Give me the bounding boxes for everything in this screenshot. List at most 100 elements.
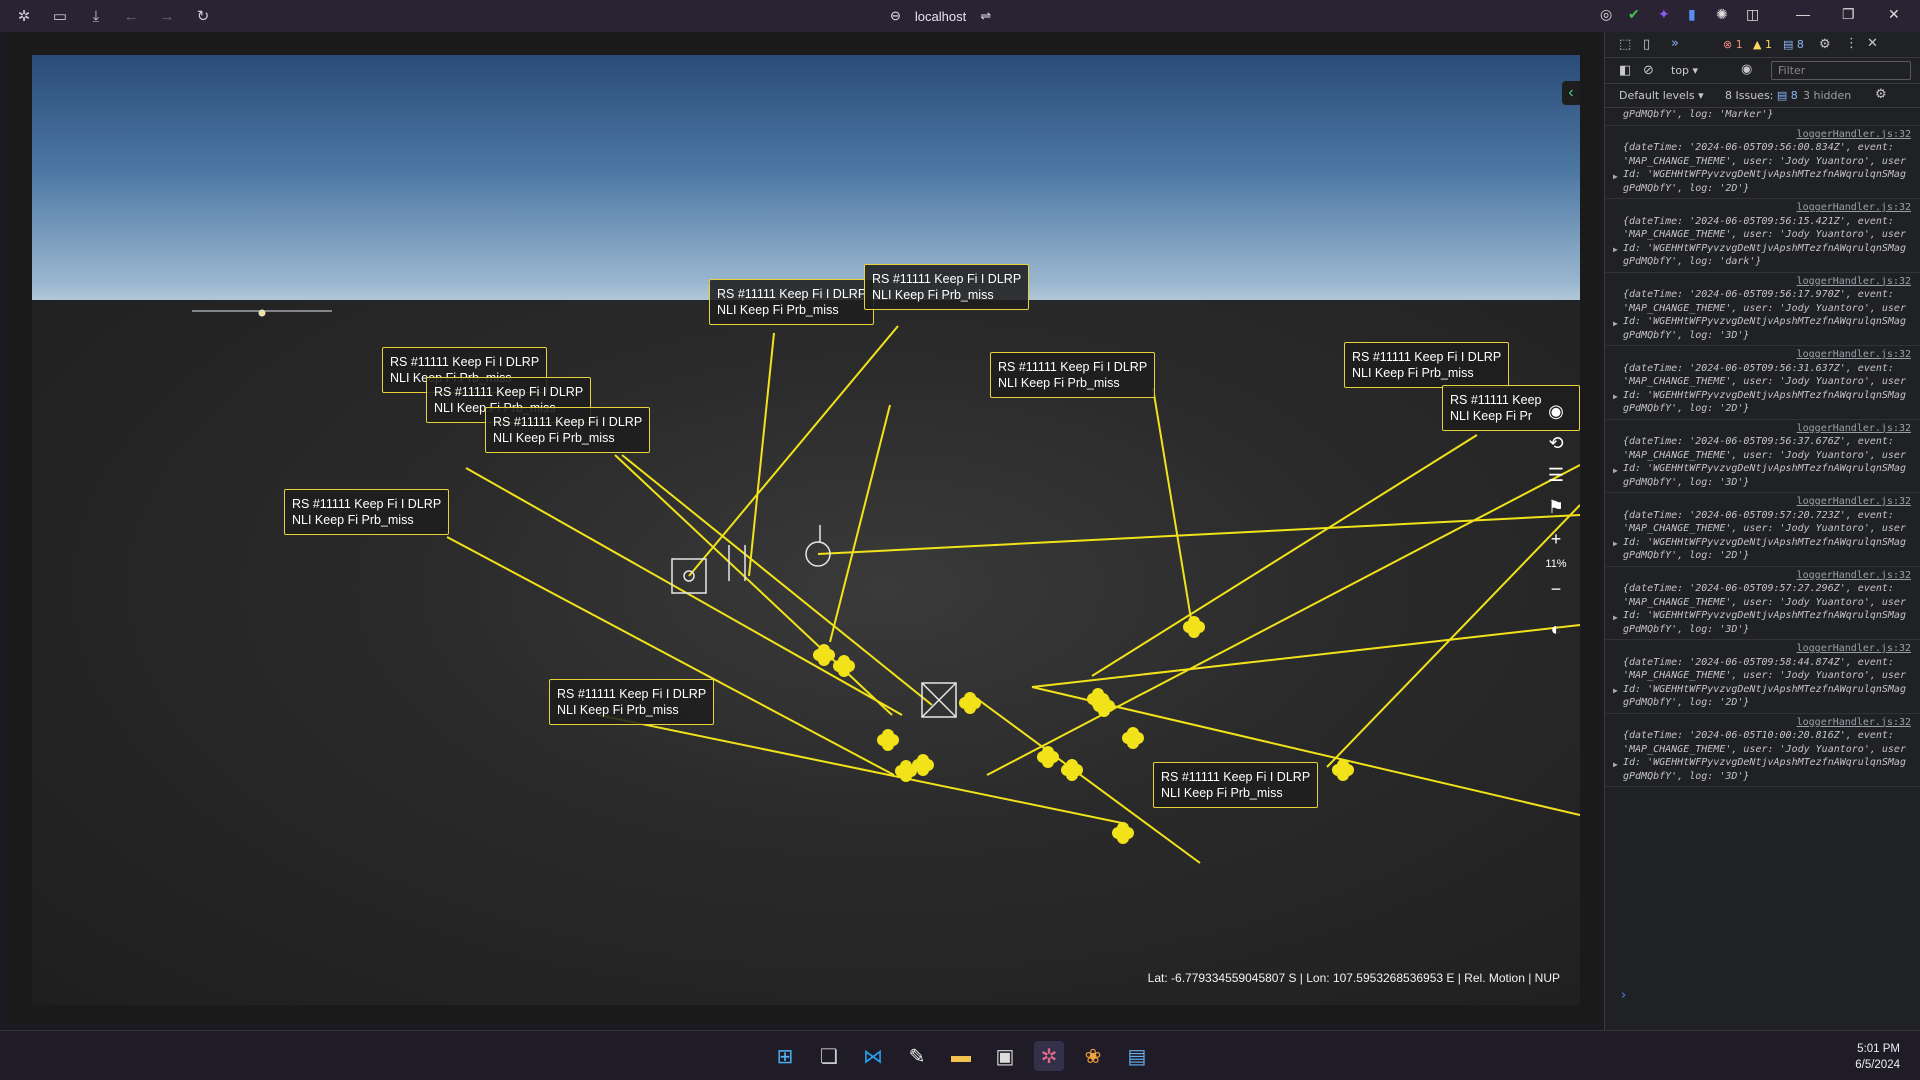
palette-icon[interactable]: ◐ <box>1550 618 1562 639</box>
warning-count[interactable]: ▲ 1 <box>1753 38 1772 51</box>
log-entry[interactable]: loggerHandler.js:32▶{dateTime: '2024-06-… <box>1605 567 1920 640</box>
tune-icon[interactable]: ⇌ <box>980 8 992 23</box>
log-entry[interactable]: loggerHandler.js:32▶{dateTime: '2024-06-… <box>1605 126 1920 199</box>
log-entry[interactable]: loggerHandler.js:32▶{dateTime: '2024-06-… <box>1605 493 1920 567</box>
log-source-link[interactable]: loggerHandler.js:32 <box>1796 496 1911 507</box>
incident-marker[interactable] <box>1122 727 1144 749</box>
console-settings-icon[interactable]: ⚙ <box>1875 87 1887 102</box>
expand-triangle-icon[interactable]: ▶ <box>1613 245 1618 254</box>
incident-marker[interactable] <box>1183 616 1205 638</box>
split-view-icon[interactable]: ◫ <box>1746 6 1760 22</box>
address-bar[interactable]: ⊖ localhost ⇌ <box>890 6 991 26</box>
app-icon-paw[interactable]: ❀ <box>1084 1045 1102 1068</box>
back-icon[interactable]: ← <box>123 7 139 25</box>
restore-icon[interactable]: ❐ <box>1842 6 1855 22</box>
inspect-icon[interactable]: ⬚ <box>1619 37 1632 52</box>
expand-triangle-icon[interactable]: ▶ <box>1613 465 1618 475</box>
incident-marker[interactable] <box>912 754 934 776</box>
locate-icon[interactable]: ◉ <box>1548 400 1564 421</box>
download-icon[interactable]: ⤓ <box>92 7 100 25</box>
close-devtools-icon[interactable]: ✕ <box>1867 36 1878 51</box>
log-entry[interactable]: loggerHandler.js:32▶{dateTime: '2024-06-… <box>1605 346 1920 420</box>
extension-icon-3[interactable]: ✦ <box>1658 6 1670 22</box>
incident-marker[interactable] <box>877 729 899 751</box>
expand-triangle-icon[interactable]: ▶ <box>1613 318 1618 328</box>
incident-marker[interactable] <box>1093 695 1115 717</box>
terminal-icon[interactable]: ▣ <box>995 1045 1015 1068</box>
expand-triangle-icon[interactable]: ▶ <box>1613 686 1618 695</box>
message-count[interactable]: ▤ 8 <box>1783 38 1804 51</box>
extension-icon-2[interactable]: ✔ <box>1628 6 1640 22</box>
settings-icon[interactable]: ⚙ <box>1819 37 1831 52</box>
system-clock[interactable]: 5:01 PM 6/5/2024 <box>1855 1041 1900 1073</box>
incident-marker[interactable] <box>959 692 981 714</box>
layers-icon[interactable]: ☰ <box>1547 464 1565 485</box>
error-count[interactable]: ⊗ 1 <box>1723 38 1743 51</box>
expand-triangle-icon[interactable]: ▶ <box>1613 539 1618 548</box>
log-source-link[interactable]: loggerHandler.js:32 <box>1796 569 1911 581</box>
kebab-menu-icon[interactable]: ⋮ <box>1845 36 1858 51</box>
incident-marker[interactable] <box>1037 746 1059 768</box>
zoom-in-button[interactable]: + <box>1550 528 1562 549</box>
flag-icon[interactable]: ⚑ <box>1547 496 1565 517</box>
unit-symbol-square[interactable] <box>671 558 707 594</box>
log-source-link[interactable]: loggerHandler.js:32 <box>1796 202 1911 213</box>
log-entry[interactable]: gPdMQbfY', log: 'Marker'} <box>1605 108 1920 126</box>
notepad-icon[interactable]: ▤ <box>1127 1045 1147 1068</box>
extension-icon-5[interactable]: ✺ <box>1716 6 1728 22</box>
forward-icon[interactable]: → <box>159 7 175 25</box>
panel-toggle-icon[interactable]: ‹ <box>1562 81 1580 105</box>
log-entry[interactable]: loggerHandler.js:32▶{dateTime: '2024-06-… <box>1605 420 1920 493</box>
filter-input[interactable]: Filter <box>1771 61 1911 80</box>
incident-marker[interactable] <box>833 655 855 677</box>
eye-icon[interactable]: ◉ <box>1741 62 1753 77</box>
levels-select[interactable]: Default levels ▾ <box>1619 89 1704 102</box>
file-explorer-icon[interactable]: ▬ <box>951 1044 971 1067</box>
incident-marker[interactable] <box>813 644 835 666</box>
windows-start-icon[interactable]: ⊞ <box>776 1045 794 1068</box>
log-entry[interactable]: loggerHandler.js:32▶{dateTime: '2024-06-… <box>1605 273 1920 346</box>
expand-triangle-icon[interactable]: ▶ <box>1613 171 1618 181</box>
log-entry[interactable]: loggerHandler.js:32▶{dateTime: '2024-06-… <box>1605 199 1920 273</box>
log-source-link[interactable]: loggerHandler.js:32 <box>1796 643 1911 654</box>
log-source-link[interactable]: loggerHandler.js:32 <box>1796 716 1911 728</box>
log-source-link[interactable]: loggerHandler.js:32 <box>1796 349 1911 360</box>
log-source-link[interactable]: loggerHandler.js:32 <box>1796 422 1911 434</box>
close-icon[interactable]: ✕ <box>1888 6 1900 22</box>
text-editor-icon[interactable]: ✎ <box>908 1045 926 1068</box>
aircraft-icon[interactable] <box>192 309 332 317</box>
console-prompt[interactable]: › <box>1621 988 1627 1003</box>
sidebar-toggle-icon[interactable]: ◧ <box>1619 63 1632 78</box>
task-view-icon[interactable]: ❏ <box>820 1045 838 1068</box>
sidebar-icon[interactable]: ▭ <box>52 8 68 25</box>
unit-symbol-circle[interactable] <box>805 541 831 567</box>
minimize-icon[interactable]: — <box>1796 6 1810 22</box>
vscode-icon[interactable]: ⋈ <box>863 1045 883 1068</box>
incident-marker[interactable] <box>1112 822 1134 844</box>
more-tabs-icon[interactable]: » <box>1671 36 1679 51</box>
issues-label[interactable]: 8 Issues: ▤ 8 <box>1725 89 1798 102</box>
app-icon[interactable]: ✲ <box>17 8 31 25</box>
expand-triangle-icon[interactable]: ▶ <box>1613 612 1618 622</box>
unit-symbol-crossed[interactable] <box>921 682 957 718</box>
zoom-out-button[interactable]: − <box>1550 578 1562 599</box>
incident-marker[interactable] <box>1061 759 1083 781</box>
log-source-link[interactable]: loggerHandler.js:32 <box>1796 128 1911 140</box>
refresh-icon[interactable]: ↻ <box>196 8 210 25</box>
extension-icon-4[interactable]: ▮ <box>1688 6 1696 22</box>
rotate-icon[interactable]: ⟲ <box>1548 432 1564 453</box>
incident-marker[interactable] <box>895 760 917 782</box>
console-output[interactable]: gPdMQbfY', log: 'Marker'} loggerHandler.… <box>1605 108 1920 1008</box>
incident-marker[interactable] <box>1332 759 1354 781</box>
expand-triangle-icon[interactable]: ▶ <box>1613 392 1618 401</box>
device-toolbar-icon[interactable]: ▯ <box>1643 37 1651 52</box>
